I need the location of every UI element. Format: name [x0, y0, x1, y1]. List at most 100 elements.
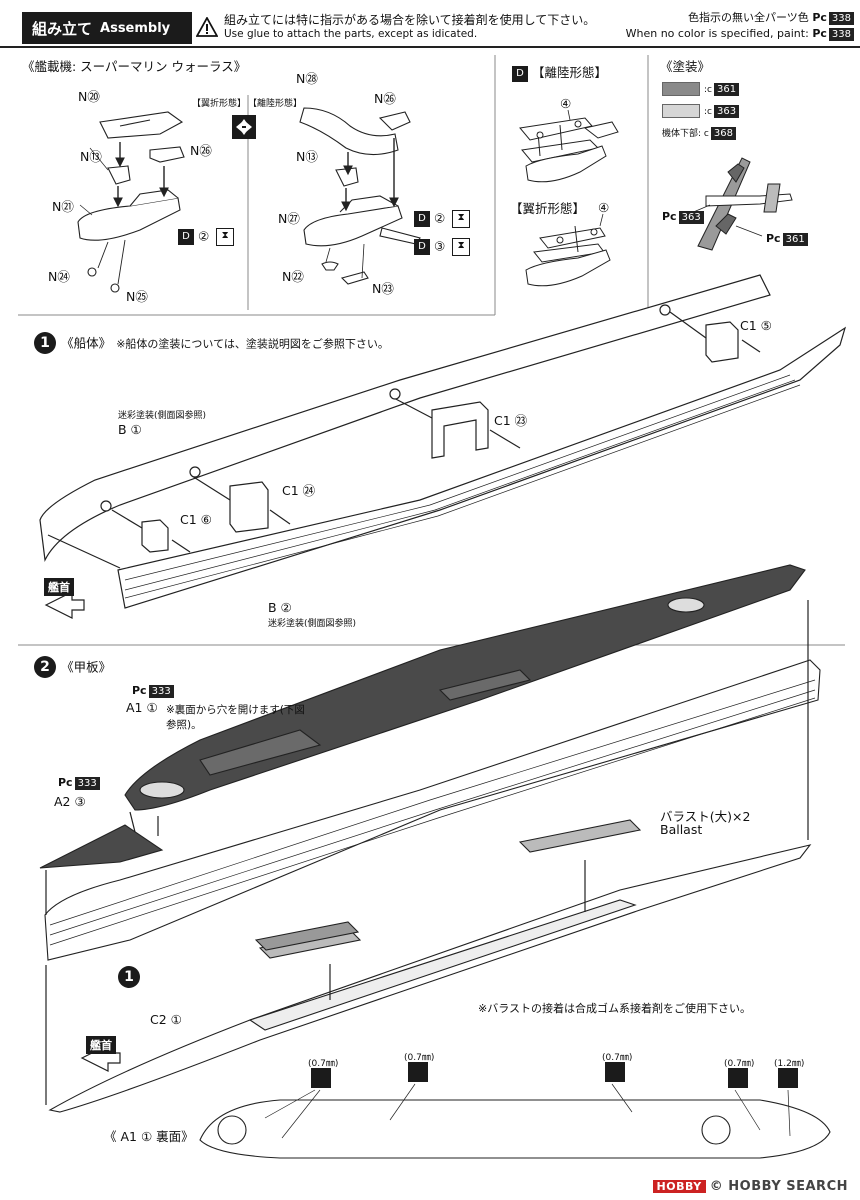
- default-color-code-2: 338: [828, 28, 854, 41]
- step1-header: 1 《船体》 ※船体の塗装については、塗装説明図をご参照下さい。: [34, 332, 389, 354]
- walrus-assembly-folded: [299, 107, 421, 285]
- display-mode-icon: D: [414, 211, 430, 227]
- part-4-folded: ④: [598, 200, 610, 215]
- part-n22: N㉒: [282, 269, 304, 284]
- a1-paint-code: 333: [148, 685, 174, 698]
- paint-swatch-2: [662, 103, 700, 118]
- ballast-jp: バラスト(大)×2: [660, 809, 751, 824]
- part-n28: N㉘: [296, 71, 318, 86]
- walrus-assembly-left: [77, 111, 185, 293]
- part-a1: A1 ①: [126, 700, 158, 715]
- right-folded-label: 【翼折形態】: [510, 201, 586, 216]
- right-takeoff-label: D 【離陸形態】: [512, 62, 607, 82]
- assembly-title-jp: 組み立て: [32, 19, 93, 38]
- step2-header: 2 《甲板》: [34, 656, 111, 678]
- part-b1: B ①: [118, 422, 142, 437]
- part-n13-left: N⑬: [80, 149, 102, 164]
- paint-swatch-1: [662, 81, 700, 96]
- mode-toggle-icon: [232, 115, 256, 139]
- hinge-icon: ⧗: [216, 228, 235, 246]
- drill-size-3: (0.7㎜): [602, 1053, 633, 1063]
- takeoff-label: 【離陸形態】: [248, 99, 303, 109]
- part-n20: N⑳: [78, 89, 100, 104]
- display-mode-icon: D: [178, 229, 194, 245]
- right-takeoff-text: 【離陸形態】: [531, 65, 607, 80]
- part-4-takeoff: ④: [560, 96, 572, 111]
- hull-assembly-illustration: [39, 274, 847, 609]
- ballast-glue-note: ※バラストの接着は合成ゴム系接着剤をご使用下さい。: [478, 1002, 751, 1015]
- paint-callout-1-code: 363: [678, 211, 704, 224]
- b1-camo-note: 迷彩塗装(側面図参照): [118, 411, 207, 421]
- step1-reference-number: 1: [118, 966, 140, 988]
- part-n21: N㉑: [52, 199, 74, 214]
- a1-underside-label: 《 A1 ① 裏面》: [104, 1129, 194, 1144]
- part-c1-6: C1 ⑥: [180, 512, 212, 527]
- part-n25: N㉕: [126, 289, 148, 304]
- assembly-title-en: Assembly: [100, 20, 171, 36]
- part-n23: N㉓: [372, 281, 394, 296]
- hobbysearch-text: © HOBBY SEARCH: [709, 1179, 848, 1194]
- underside-paint-code: 368: [710, 127, 736, 140]
- part-n13-right: N⑬: [296, 149, 318, 164]
- hobbysearch-logo: HOBBY: [652, 1180, 706, 1193]
- step1-number: 1: [34, 332, 56, 354]
- glue-warning: 組み立てには特に指示がある場合を除いて接着剤を使用して下さい。 Use glue…: [196, 10, 598, 44]
- default-color-en: When no color is specified, paint:: [625, 27, 809, 40]
- part-n26-left: N㉖: [190, 143, 212, 158]
- part-c1-23: C1 ㉓: [494, 413, 528, 428]
- step2-title: 《甲板》: [61, 659, 112, 675]
- drill-size-5: (1.2㎜): [774, 1059, 805, 1069]
- warning-icon: [196, 17, 218, 37]
- underside-paint-label: 機体下部:: [662, 129, 702, 139]
- drill-size-4: (0.7㎜): [724, 1059, 755, 1069]
- part-c1-5: C1 ⑤: [740, 318, 772, 333]
- ballast-en: Ballast: [660, 822, 703, 837]
- step2-number: 2: [34, 656, 56, 678]
- part-c1-24: C1 ㉔: [282, 483, 316, 498]
- header-bar: [0, 0, 860, 48]
- default-color-jp: 色指示の無い全パーツ色: [688, 11, 809, 24]
- a2-paint-code: 333: [74, 777, 100, 790]
- display-mode-icon: D: [414, 239, 430, 255]
- paint-code-1: 361: [713, 83, 740, 96]
- wing-folded-label: 【翼折形態】: [192, 99, 247, 109]
- part-n26-right: N㉖: [374, 91, 396, 106]
- part-c2: C2 ①: [150, 1012, 182, 1027]
- a1-drill-note: ※裏面から穴を開けます(下図参照)。: [166, 704, 305, 731]
- hinge-icon: ⧗: [452, 238, 471, 256]
- painting-title: 《塗装》: [660, 59, 711, 74]
- deck-assembly-illustration: [39, 564, 831, 1159]
- walrus-takeoff-view: [519, 109, 619, 183]
- hinge-icon: ⧗: [452, 210, 471, 228]
- step1-title: 《船体》: [61, 335, 112, 351]
- assembly-title: 組み立て Assembly: [22, 12, 192, 44]
- glue-warning-en: Use glue to attach the parts, except as …: [224, 28, 478, 40]
- part-d3: D ③ ⧗: [414, 238, 471, 256]
- drill-hole-markers: [311, 1062, 798, 1088]
- step1-note: ※船体の塗装については、塗装説明図をご参照下さい。: [116, 337, 389, 351]
- bow-label-step1: 艦首: [44, 578, 74, 596]
- walrus-folded-view: [525, 213, 611, 287]
- part-d2-right: D ② ⧗: [414, 210, 471, 228]
- hobbysearch-watermark: HOBBY© HOBBY SEARCH: [652, 1179, 848, 1194]
- walrus-paint-plan: [683, 157, 793, 251]
- part-n24: N㉔: [48, 269, 70, 284]
- b2-camo-note: 迷彩塗装(側面図参照): [268, 619, 357, 629]
- part-n27: N㉗: [278, 211, 300, 226]
- part-d3-number: ③: [433, 238, 446, 254]
- glue-warning-jp: 組み立てには特に指示がある場合を除いて接着剤を使用して下さい。: [224, 13, 596, 27]
- part-d2-left-number: ②: [197, 228, 210, 244]
- display-mode-icon: D: [512, 65, 528, 82]
- paint-callout-2-code: 361: [782, 233, 808, 246]
- aircraft-section-title: 《艦載機: スーパーマリン ウォーラス》: [22, 59, 247, 74]
- part-a2: A2 ③: [54, 794, 86, 809]
- drill-size-1: (0.7㎜): [308, 1059, 339, 1069]
